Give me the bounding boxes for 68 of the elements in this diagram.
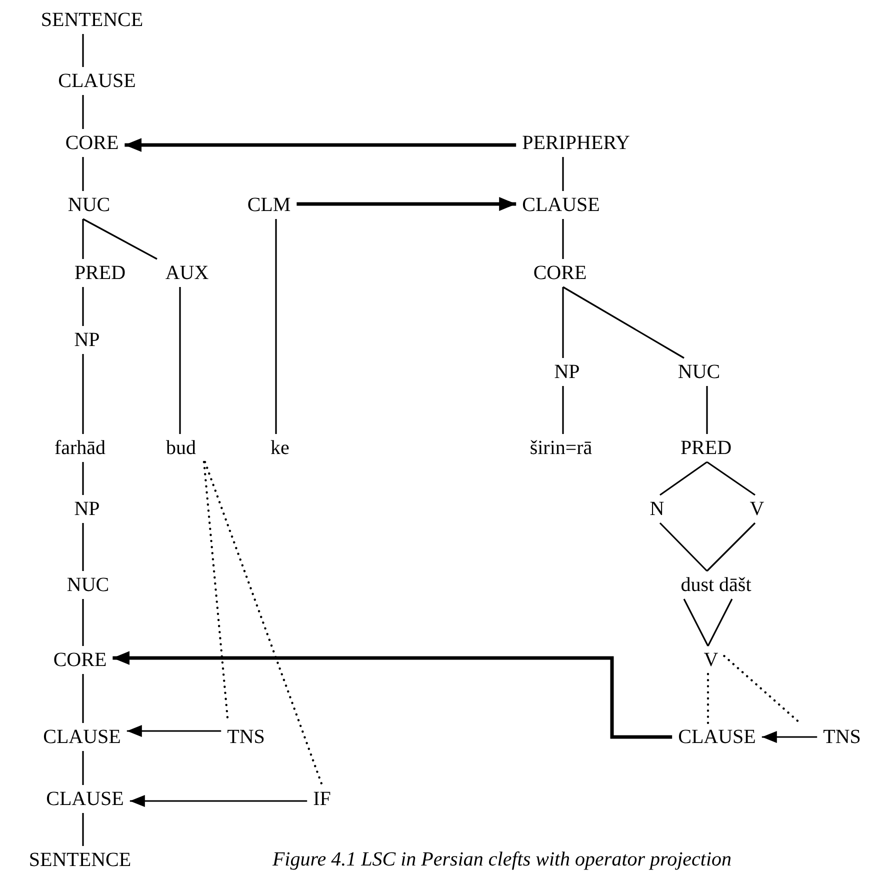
- tree-label: CORE: [533, 262, 587, 284]
- tree-label: PRED: [74, 262, 126, 284]
- arrow: [130, 795, 308, 807]
- tree-branch: [82, 462, 84, 495]
- arrow: [126, 725, 222, 737]
- tree-branch: [562, 286, 684, 359]
- tree-label: NP: [74, 329, 100, 351]
- dotted-line: [204, 460, 324, 786]
- tree-branch: [82, 34, 84, 67]
- tree-branch: [82, 218, 158, 260]
- tree-label: CLAUSE: [522, 194, 600, 216]
- tree-label: PRED: [680, 437, 732, 459]
- tree-label: ke: [270, 437, 290, 459]
- tree-label: NP: [554, 361, 580, 383]
- figure-caption: Figure 4.1 LSC in Persian clefts with operator projection: [272, 848, 732, 872]
- tree-label: NUC: [66, 574, 110, 596]
- tree-label: CORE: [53, 649, 107, 671]
- tree-label: CLAUSE: [58, 70, 136, 92]
- arrow: [124, 138, 516, 152]
- tree-label: širin=rā: [530, 437, 592, 459]
- tree-branch: [706, 461, 756, 496]
- tree-label: N: [650, 498, 664, 520]
- tree-branch: [562, 157, 564, 191]
- tree-branch: [82, 219, 84, 259]
- tree-label: TNS: [823, 726, 861, 748]
- tree-label: IF: [313, 788, 331, 810]
- tree-branch: [82, 674, 84, 723]
- arrow: [112, 651, 672, 739]
- tree-branch: [660, 461, 708, 496]
- tree-label: PERIPHERY: [522, 132, 630, 154]
- tree-branch: [706, 522, 756, 572]
- tree-label: CLAUSE: [678, 726, 756, 748]
- tree-branch: [706, 386, 708, 434]
- tree-branch: [82, 157, 84, 191]
- tree-branch: [82, 813, 84, 846]
- tree-label: NUC: [678, 361, 720, 383]
- tree-label: bud: [166, 437, 196, 459]
- tree-branch: [82, 287, 84, 326]
- tree-label: V: [750, 498, 764, 520]
- tree-label: V: [704, 649, 718, 671]
- tree-label: CLAUSE: [46, 788, 124, 810]
- arrow: [296, 197, 516, 211]
- tree-label: CORE: [65, 132, 119, 154]
- tree-branch: [82, 354, 84, 434]
- arrow: [762, 731, 818, 743]
- tree-label: NUC: [68, 194, 110, 216]
- dotted-line: [706, 672, 710, 724]
- tree-branch: [179, 287, 181, 434]
- tree-branch: [683, 598, 733, 647]
- tree-label: AUX: [165, 262, 209, 284]
- tree-branch: [659, 522, 708, 572]
- tree-label: SENTENCE: [40, 9, 144, 31]
- dotted-line: [723, 654, 802, 724]
- tree-label: CLAUSE: [43, 726, 121, 748]
- tree-label: farhād: [54, 437, 106, 459]
- tree-branch: [562, 219, 564, 259]
- tree-branch: [82, 95, 84, 129]
- tree-branch: [82, 751, 84, 785]
- tree-label: dust dāšt: [680, 574, 752, 596]
- tree-branch: [275, 219, 277, 434]
- tree-branch: [82, 523, 84, 571]
- tree-label: SENTENCE: [28, 849, 132, 871]
- tree-branch: [82, 599, 84, 646]
- tree-branch: [562, 386, 564, 434]
- tree-label: TNS: [227, 726, 265, 748]
- tree-label: CLM: [247, 194, 291, 216]
- tree-branch: [562, 287, 564, 358]
- tree-label: NP: [74, 498, 100, 520]
